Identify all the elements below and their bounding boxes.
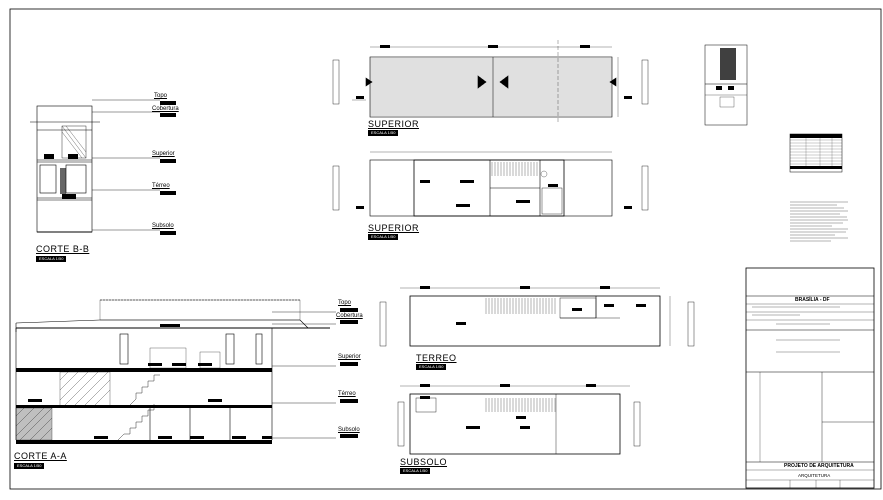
aa-level-terreo: Térreo bbox=[338, 391, 356, 397]
subsolo-scale: ESCALA 1/50 bbox=[400, 468, 431, 474]
superior-plan-scale: ESCALA 1/50 bbox=[368, 234, 399, 240]
title-block-frame bbox=[745, 267, 875, 489]
terreo-floor-plan bbox=[379, 286, 695, 347]
bb-level-superior: Superior bbox=[152, 151, 175, 157]
aa-level-cobertura: Cobertura bbox=[336, 313, 363, 319]
subsolo-floor-plan bbox=[397, 384, 641, 455]
aa-level-superior: Superior bbox=[338, 354, 361, 360]
sheet-border bbox=[9, 8, 882, 490]
corte-aa-scale: ESCALA 1/50 bbox=[14, 463, 45, 469]
bb-level-cobertura: Cobertura bbox=[152, 106, 179, 112]
aa-level-topo: Topo bbox=[338, 300, 352, 306]
title-block-discipline: ARQUITETURA bbox=[798, 473, 831, 478]
title-block-city: BRASÍLIA - DF bbox=[795, 297, 830, 303]
area-table bbox=[789, 133, 843, 173]
superior-roof-title: SUPERIOR bbox=[368, 119, 420, 129]
corte-bb-scale: ESCALA 1/50 bbox=[36, 256, 67, 262]
corte-bb-section bbox=[30, 99, 176, 235]
aa-level-subsolo: Subsolo bbox=[338, 427, 360, 433]
terreo-title: TERREO bbox=[416, 353, 457, 363]
bb-level-topo: Topo bbox=[154, 93, 168, 99]
subsolo-title: SUBSOLO bbox=[400, 457, 448, 467]
location-diagram bbox=[704, 44, 748, 126]
title-block-project: PROJETO DE ARQUITETURA bbox=[784, 463, 854, 469]
corte-bb-title: CORTE B-B bbox=[36, 244, 90, 254]
terreo-scale: ESCALA 1/50 bbox=[416, 364, 447, 370]
superior-roof-plan bbox=[332, 40, 649, 124]
bb-level-subsolo: Subsolo bbox=[152, 223, 174, 229]
corte-aa-section bbox=[15, 299, 358, 444]
superior-floor-plan bbox=[332, 151, 649, 217]
superior-roof-scale: ESCALA 1/50 bbox=[368, 130, 399, 136]
bb-level-terreo: Térreo bbox=[152, 183, 170, 189]
superior-plan-title: SUPERIOR bbox=[368, 223, 420, 233]
corte-aa-title: CORTE A-A bbox=[14, 451, 67, 461]
notes-block bbox=[790, 201, 848, 242]
